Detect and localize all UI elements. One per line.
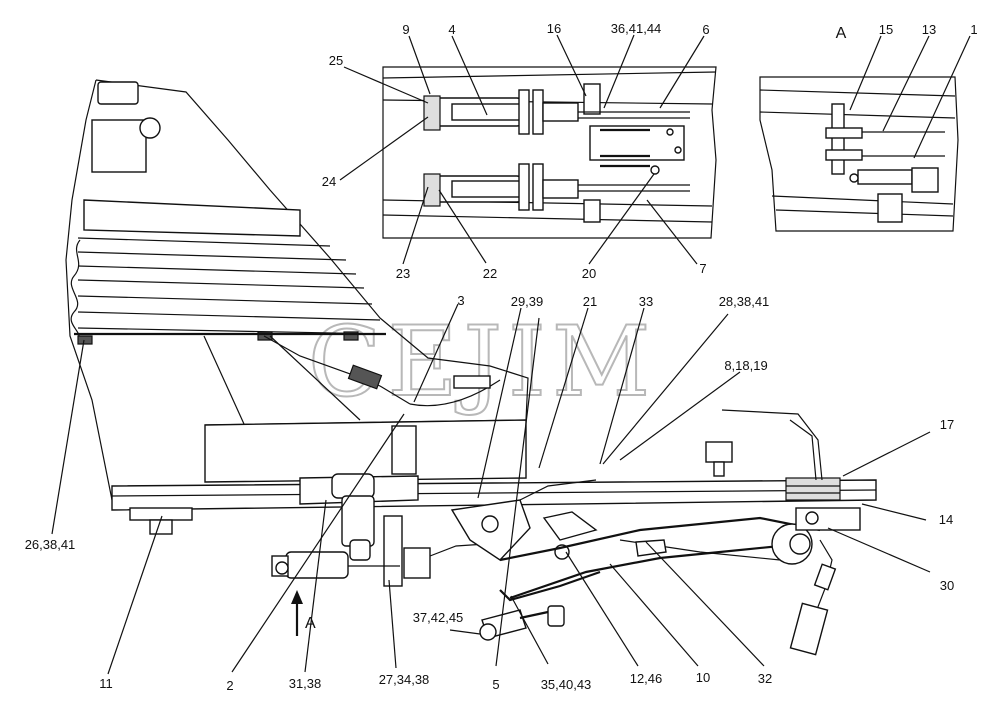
callout-35-40-43: 35,40,43 xyxy=(541,677,592,692)
callout-36-41-44: 36,41,44 xyxy=(611,21,662,36)
callout-23: 23 xyxy=(396,266,410,281)
callout-29-39: 29,39 xyxy=(511,294,544,309)
callout-14: 14 xyxy=(939,512,953,527)
callout-3: 3 xyxy=(457,293,464,308)
inset-view-a xyxy=(759,76,959,232)
callout-8-18-19: 8,18,19 xyxy=(724,358,767,373)
callout-28-38-41: 28,38,41 xyxy=(719,294,770,309)
callout-20: 20 xyxy=(582,266,596,281)
view-a-title: A xyxy=(836,25,847,42)
callout-7: 7 xyxy=(699,261,706,276)
callout-1: 1 xyxy=(970,22,977,37)
callout-31-38: 31,38 xyxy=(289,676,322,691)
callout-13: 13 xyxy=(922,22,936,37)
view-a-arrow-label: A xyxy=(305,615,316,632)
callout-labels: 9 4 16 36,41,44 6 25 24 23 22 20 7 A 15 … xyxy=(25,21,978,693)
callout-5: 5 xyxy=(492,677,499,692)
inset-top-detail xyxy=(382,66,717,239)
callout-10: 10 xyxy=(696,670,710,685)
callout-9: 9 xyxy=(402,22,409,37)
callout-6: 6 xyxy=(702,22,709,37)
callout-15: 15 xyxy=(879,22,893,37)
callout-21: 21 xyxy=(583,294,597,309)
callout-33: 33 xyxy=(639,294,653,309)
callout-4: 4 xyxy=(448,22,455,37)
callout-30: 30 xyxy=(940,578,954,593)
callout-27-34-38: 27,34,38 xyxy=(379,672,430,687)
callout-12-46: 12,46 xyxy=(630,671,663,686)
watermark-text: CEJIM xyxy=(308,306,656,418)
leader-lines xyxy=(51,34,971,675)
callout-16: 16 xyxy=(547,21,561,36)
callout-26-38-41: 26,38,41 xyxy=(25,537,76,552)
callout-37-42-45: 37,42,45 xyxy=(413,610,464,625)
callout-22: 22 xyxy=(483,266,497,281)
callout-24: 24 xyxy=(322,174,336,189)
callout-25: 25 xyxy=(329,53,343,68)
callout-32: 32 xyxy=(758,671,772,686)
callout-11: 11 xyxy=(99,676,113,691)
main-assembly xyxy=(65,79,877,656)
callout-17: 17 xyxy=(940,417,954,432)
callout-2: 2 xyxy=(226,678,233,693)
